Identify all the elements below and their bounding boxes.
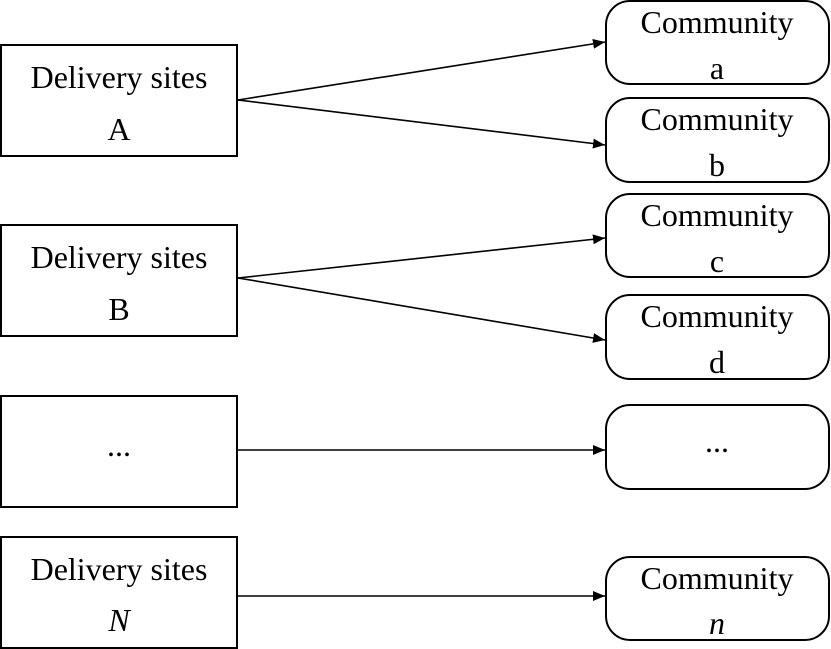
delivery-site-n: Delivery sites N (0, 536, 238, 649)
community-a: Community a (605, 0, 830, 86)
community-a-label: Community (641, 4, 794, 40)
delivery-site-ellipsis-text: ... (107, 427, 131, 463)
community-a-id: a (710, 50, 724, 86)
delivery-site-n-id: N (107, 602, 131, 638)
community-c: Community c (605, 193, 830, 279)
community-n-id: n (709, 605, 725, 641)
arrow-site-a-to-community-a (237, 38, 606, 101)
community-a-box (605, 0, 830, 85)
arrow-site-a-to-community-b (237, 99, 606, 149)
arrow-site-b-to-community-c (237, 234, 606, 279)
delivery-site-b: Delivery sites B (0, 224, 238, 337)
community-n-label: Community (641, 560, 794, 596)
community-b-id: b (709, 147, 725, 183)
delivery-site-a-id: A (107, 111, 130, 147)
delivery-site-ellipsis: ... (0, 395, 238, 508)
community-c-box (605, 193, 830, 278)
community-b: Community b (605, 97, 830, 183)
community-ellipsis-box (605, 404, 830, 490)
community-ellipsis-text: ... (705, 423, 729, 459)
delivery-site-a-box (0, 44, 238, 157)
arrow-site-b-to-community-d (237, 277, 606, 343)
community-d-id: d (709, 344, 725, 380)
delivery-site-n-label: Delivery sites (31, 551, 208, 587)
delivery-site-b-box (0, 224, 238, 337)
delivery-site-b-id: B (108, 291, 129, 327)
community-b-label: Community (641, 101, 794, 137)
delivery-site-ellipsis-box (0, 395, 238, 508)
delivery-site-a-label: Delivery sites (31, 59, 208, 95)
connections (237, 38, 606, 601)
community-b-box (605, 97, 830, 183)
community-n-box (605, 556, 830, 641)
community-d: Community d (605, 294, 830, 380)
community-d-label: Community (641, 298, 794, 334)
community-c-id: c (710, 243, 724, 279)
community-ellipsis: ... (605, 404, 830, 490)
community-n: Community n (605, 556, 830, 641)
delivery-site-n-box (0, 536, 238, 649)
community-d-box (605, 294, 830, 380)
delivery-site-b-label: Delivery sites (31, 239, 208, 275)
delivery-site-a: Delivery sites A (0, 44, 238, 157)
community-c-label: Community (641, 197, 794, 233)
